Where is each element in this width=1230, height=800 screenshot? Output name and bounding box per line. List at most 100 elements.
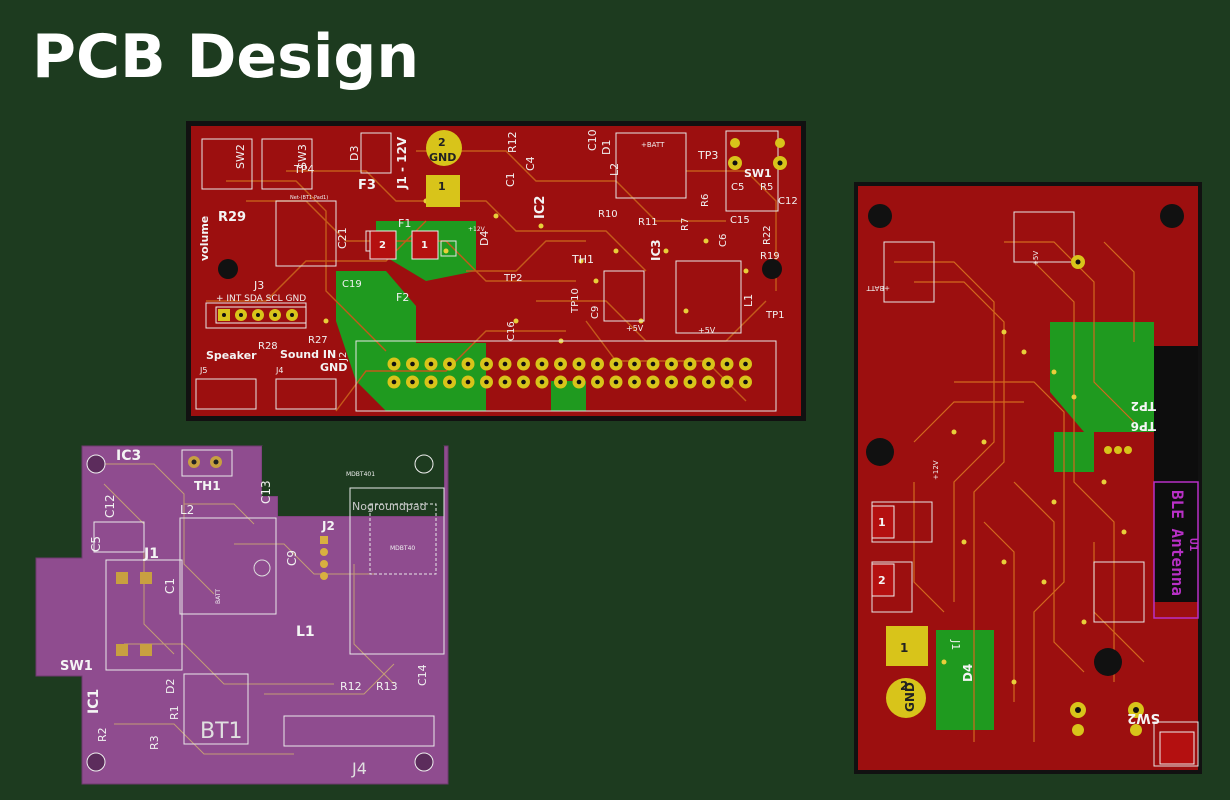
- label-c14: C14: [416, 664, 429, 686]
- pin-hole: [595, 379, 600, 385]
- label-12v: +12V: [932, 460, 940, 480]
- label-tp6: TP6: [1131, 419, 1156, 433]
- switch-footprint: [1159, 731, 1195, 765]
- gnd-pad: [886, 678, 926, 718]
- label-c9: C9: [590, 306, 601, 319]
- pad: [411, 230, 439, 260]
- pin-hole: [706, 361, 711, 367]
- mounting-holes: [218, 259, 782, 279]
- label-sw2: SW2: [1127, 710, 1160, 725]
- pin-hole: [558, 379, 563, 385]
- label-j1-12v: J1 - 12V: [395, 136, 409, 190]
- label-c9: C9: [285, 550, 299, 566]
- label-sw3: SW3: [296, 144, 309, 169]
- pin-hole: [576, 379, 582, 385]
- pin-hole: [743, 379, 748, 385]
- pcb-top-board: 2 1 2 GND 1 SW2 SW3 D3 J1 - 12V R12 C10 …: [186, 121, 806, 421]
- pin-hole: [391, 361, 397, 367]
- pin-hole: [576, 361, 582, 367]
- pin-hole: [743, 361, 748, 367]
- board-notch: [262, 446, 444, 516]
- label-j3-pins: + INT SDA SCL GND: [216, 294, 306, 304]
- pad-label: 1: [878, 516, 886, 529]
- label-ic3: IC3: [649, 239, 663, 261]
- label-l1: L1: [296, 624, 315, 640]
- pin-hole: [669, 361, 674, 367]
- label-ic3: IC3: [116, 448, 141, 464]
- copper-pour: [858, 186, 1198, 770]
- label-nogroundpad: Nogroundpad: [352, 500, 427, 513]
- label-r28: R28: [258, 341, 278, 352]
- label-batt: +BATT: [641, 141, 665, 149]
- pin-hole: [539, 361, 545, 367]
- silkscreen-outlines: [93, 449, 445, 747]
- label-c4: C4: [524, 156, 537, 171]
- label-j1: J1: [949, 639, 962, 650]
- pin-hole: [669, 379, 674, 385]
- label-r22: R22: [762, 225, 773, 245]
- label-th1: TH1: [571, 253, 594, 266]
- label-d1: D1: [600, 140, 613, 155]
- pin-hole: [687, 361, 693, 367]
- green-pour: [936, 630, 994, 730]
- label-d4: D4: [478, 231, 491, 246]
- pads: [86, 454, 434, 772]
- label-sw1: SW1: [744, 167, 772, 180]
- label-c12: C12: [778, 196, 798, 207]
- label-tp2: TP2: [503, 273, 523, 284]
- pin-hole: [465, 379, 471, 385]
- antenna-outline: [1153, 481, 1199, 619]
- pad-number: 1: [900, 641, 908, 655]
- label-c1: C1: [163, 578, 177, 594]
- label-5v-2: +5V: [698, 326, 716, 335]
- label-r1: R1: [168, 705, 181, 720]
- pad-number: 2: [438, 136, 446, 149]
- pin-hole: [724, 361, 730, 367]
- label-c13: C13: [259, 480, 273, 504]
- label-ble-antenna: BLE Antenna: [1168, 490, 1187, 596]
- label-l2: L2: [180, 503, 194, 517]
- label-f1: F1: [398, 217, 411, 230]
- label-c15: C15: [730, 215, 750, 226]
- page-title: PCB Design: [32, 22, 420, 92]
- pin-hole: [465, 361, 471, 367]
- label-batt: +BATT: [866, 284, 890, 292]
- label-mdbt40: MDBT40: [390, 545, 415, 552]
- label-d4: D4: [961, 664, 975, 682]
- label-bt1: BT1: [200, 719, 243, 744]
- pin-hole: [632, 361, 637, 367]
- label-r13: R13: [376, 680, 398, 693]
- label-net: Net-(BT1-Pad1): [290, 195, 328, 201]
- label-sw2: SW2: [234, 144, 247, 169]
- traces: [94, 463, 395, 755]
- label-c16: C16: [506, 321, 517, 341]
- j3-header: [215, 306, 307, 324]
- label-tp3: TP3: [697, 149, 718, 162]
- label-j4: J4: [351, 759, 367, 778]
- label-f2: F2: [396, 291, 409, 304]
- pin-hole: [539, 379, 545, 385]
- label-c6: C6: [718, 234, 729, 247]
- label-j2: J2: [338, 352, 349, 362]
- label-tp2: TP2: [1131, 399, 1156, 413]
- label-c21: C21: [336, 227, 349, 249]
- gnd-label: GND: [429, 151, 456, 164]
- label-12v: +12V: [468, 226, 486, 233]
- label-r12: R12: [506, 131, 519, 153]
- pin-hole: [484, 361, 489, 367]
- label-sw1: SW1: [60, 659, 93, 674]
- label-tp1: TP1: [765, 310, 785, 321]
- label-ic1: IC1: [86, 689, 102, 714]
- label-c1: C1: [504, 172, 517, 187]
- pin-hole: [632, 379, 637, 385]
- pad-number: 1: [438, 180, 446, 193]
- pad-label: 2: [379, 240, 386, 251]
- label-l1: L1: [742, 294, 755, 307]
- label-ic2: IC2: [533, 196, 548, 219]
- pad-number: 2: [900, 679, 908, 693]
- gnd-label: GND: [903, 682, 917, 712]
- label-j5: J5: [199, 366, 207, 375]
- label-r12: R12: [340, 680, 362, 693]
- label-r27: R27: [308, 335, 328, 346]
- pcb-right-board: 1 2 1 2 GND TP2 TP6 BLE Antenna U1 SW2 +…: [854, 182, 1202, 774]
